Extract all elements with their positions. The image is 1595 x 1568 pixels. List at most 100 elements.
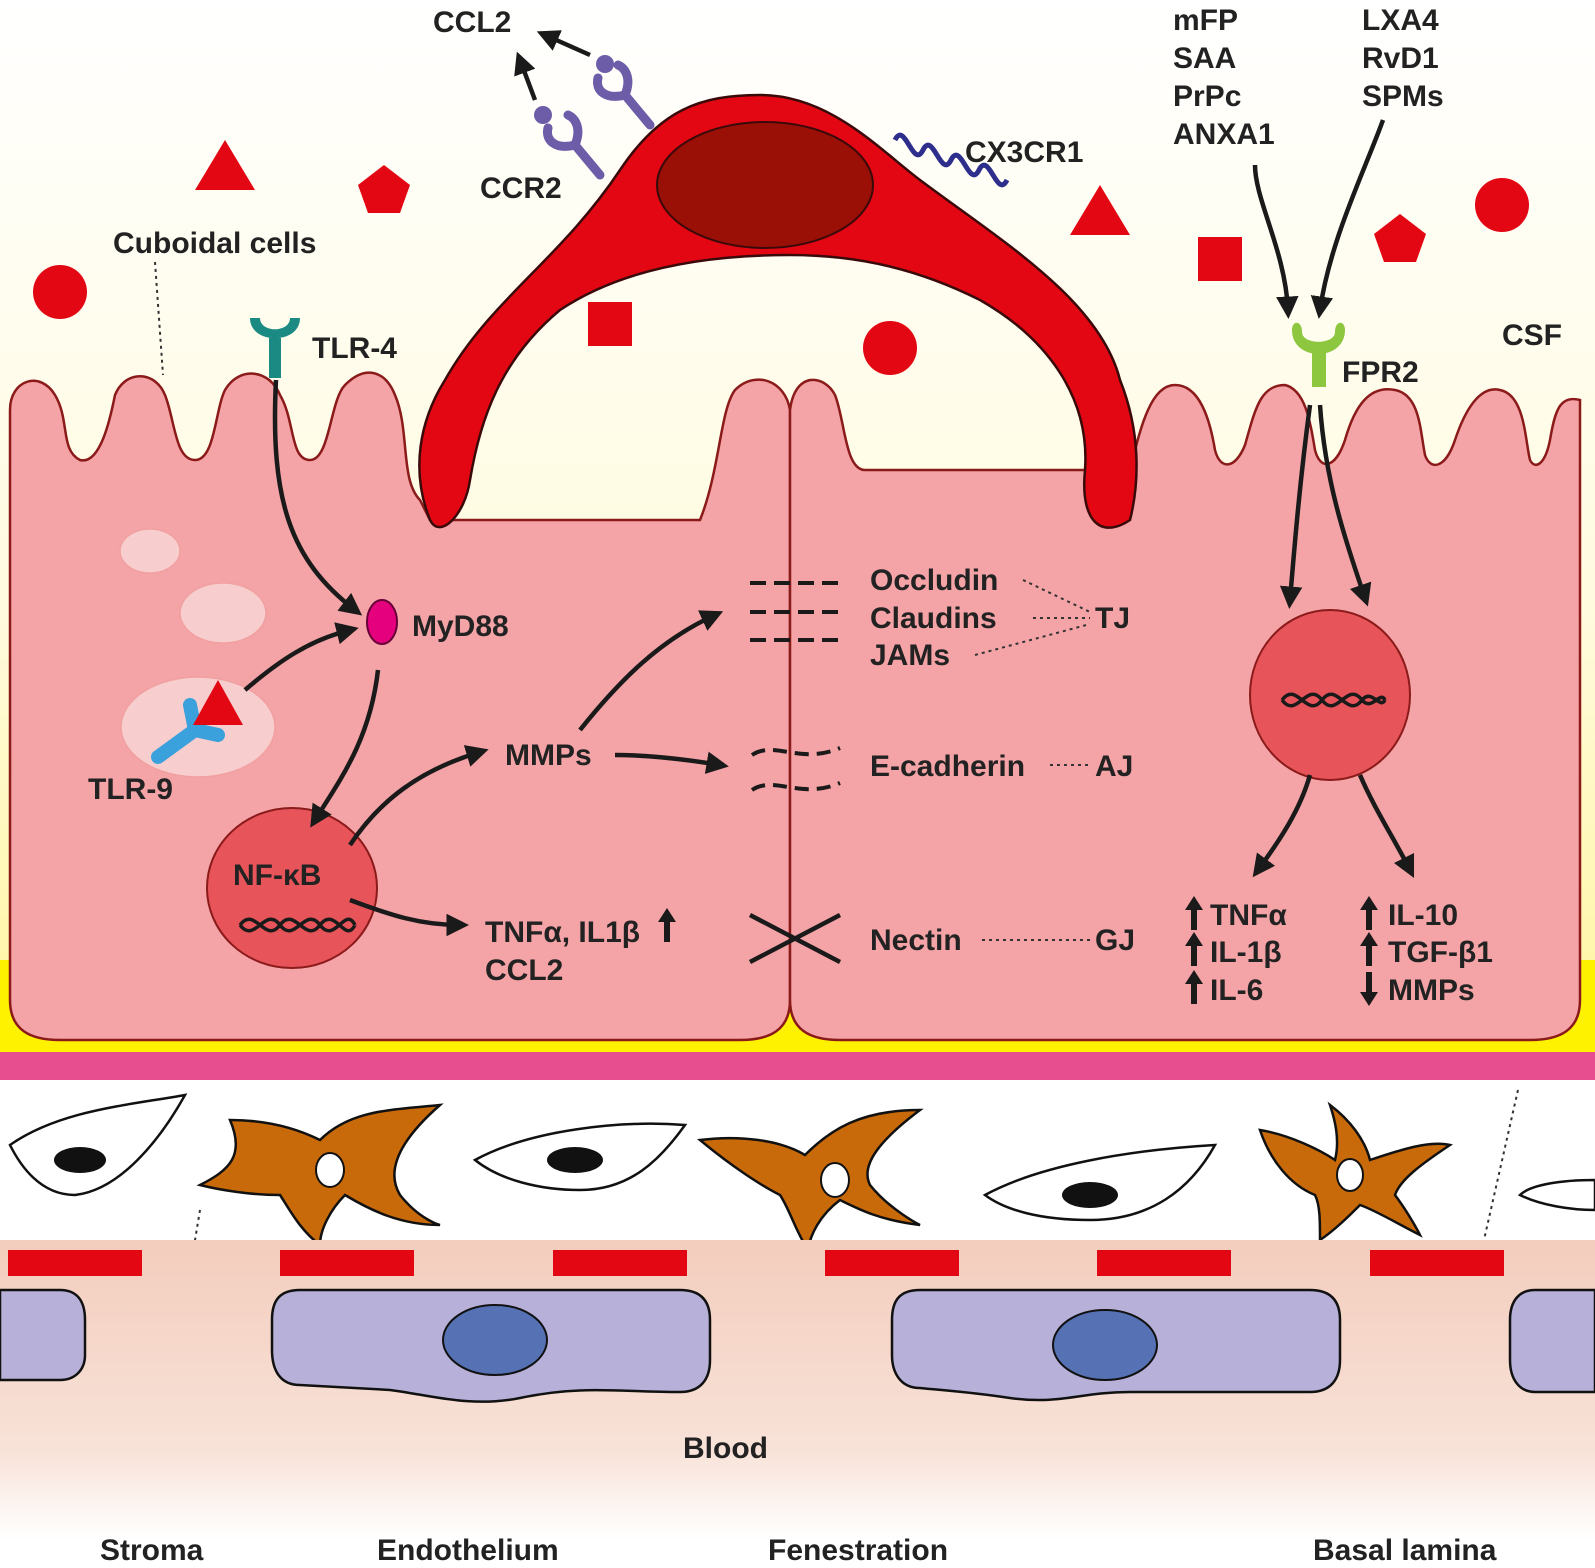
ligand-label: PrPc — [1173, 80, 1241, 113]
ccl2-arrow — [536, 30, 591, 58]
epithelial-cell-right — [788, 378, 1582, 1042]
endothelial-nucleus — [442, 1304, 548, 1376]
tight-junction-marker — [750, 581, 840, 642]
cuboidal-cells-label: Cuboidal cells — [113, 227, 316, 260]
mmps-label: MMPs — [505, 739, 592, 772]
ccl2-arrow — [514, 51, 538, 101]
fibroblast-cell — [8, 1093, 188, 1197]
ccr2-receptor-icon — [543, 60, 655, 180]
basal-lamina-band — [0, 1052, 1595, 1080]
claudins-label: Claudins — [870, 602, 997, 635]
pentagon-ligand-icon — [358, 165, 410, 213]
jams-label: JAMs — [870, 639, 950, 672]
circle-ligand-icon — [863, 321, 917, 375]
fpr2-to-nucleus-arrow — [1279, 404, 1313, 609]
gap-junction-marker — [748, 913, 842, 964]
myd88-to-nfkb-arrow — [310, 669, 381, 828]
epithelial-cell-left — [8, 371, 792, 1042]
circle-ligand-icon — [33, 265, 87, 319]
endothelial-cell — [0, 1288, 87, 1382]
endothelial-nucleus — [1052, 1309, 1158, 1381]
fpr2-label: FPR2 — [1342, 356, 1419, 389]
nucleus-to-proinflammatory-arrow — [1252, 774, 1313, 878]
ligand-label: SAA — [1173, 42, 1236, 75]
fpr2-to-nucleus-arrow — [1317, 404, 1372, 607]
nfkb-to-cytokines-arrow — [349, 897, 469, 937]
nucleus-to-antiinflammatory-arrow — [1357, 774, 1415, 879]
ccl2-ligand-icon — [596, 55, 614, 73]
fpr2-receptor-icon — [1292, 322, 1345, 387]
circle-ligand-icon — [1475, 178, 1529, 232]
basal-lamina-segment — [1097, 1250, 1231, 1276]
pericyte-cell — [1258, 1101, 1454, 1243]
ligand-label: ANXA1 — [1173, 118, 1275, 151]
vesicle — [179, 582, 267, 644]
ccl2-label: CCL2 — [433, 6, 511, 39]
basal-lamina-segment — [280, 1250, 414, 1276]
ccr2-label: CCR2 — [480, 172, 562, 205]
basal-lamina-segment — [553, 1250, 687, 1276]
proinflammatory-label: IL-1β — [1210, 936, 1282, 969]
nfkb-to-mmps-arrow — [348, 745, 489, 847]
cytokines-label: TNFα, IL1β — [485, 916, 640, 949]
ccl2-ligand-icon — [534, 106, 552, 124]
mmps-to-tj-arrow — [578, 610, 724, 732]
gj-label: GJ — [1095, 924, 1135, 957]
basal-lamina-segment — [825, 1250, 959, 1276]
macrophage-nucleus — [656, 121, 874, 249]
macrophage-cell — [418, 93, 1138, 529]
nfkb-label: NF-κB — [233, 859, 321, 892]
ligand-label: mFP — [1173, 4, 1238, 37]
tj-label: TJ — [1095, 602, 1130, 635]
antiinflammatory-label: MMPs — [1388, 974, 1475, 1007]
tlr9-to-myd88-arrow — [243, 622, 359, 692]
adherens-junction-marker — [750, 746, 841, 792]
basal-lamina-segment — [8, 1250, 142, 1276]
endothelial-cell — [1508, 1288, 1595, 1394]
occludin-label: Occludin — [870, 564, 998, 597]
tlr9-receptor-icon — [151, 698, 225, 764]
ligand-label: RvD1 — [1362, 42, 1439, 75]
fenestration-label: Fenestration — [768, 1534, 948, 1567]
blood-vessel — [0, 1240, 1595, 1540]
tlr4-label: TLR-4 — [312, 332, 397, 365]
antiinflammatory-label: TGF-β1 — [1388, 936, 1493, 969]
csf-label: CSF — [1502, 319, 1562, 352]
up-arrow-icon — [658, 896, 1378, 1004]
triangle-ligand-icon — [1070, 185, 1130, 235]
fibroblast-cell — [982, 1143, 1218, 1222]
vesicle — [119, 528, 181, 574]
ecadherin-label: E-cadherin — [870, 750, 1025, 783]
triangle-ligand-icon — [195, 140, 255, 190]
aj-label: AJ — [1095, 750, 1133, 783]
ccl2-output-label: CCL2 — [485, 954, 563, 987]
dna-icon — [238, 917, 357, 933]
leader-line — [154, 261, 164, 376]
nectin-label: Nectin — [870, 924, 962, 957]
tlr9-label: TLR-9 — [88, 773, 173, 806]
pericyte-cell — [696, 1108, 924, 1254]
tlr4-to-myd88-arrow — [272, 379, 363, 616]
ligands-to-fpr2-arrow — [1252, 164, 1299, 319]
cx3cr1-receptor-icon — [892, 132, 1010, 188]
leader-line — [974, 623, 1091, 656]
basal-lamina-segment — [1370, 1250, 1504, 1276]
mmps-to-aj-arrow — [614, 751, 729, 774]
pericyte-cell — [196, 1103, 444, 1248]
pentagon-ligand-icon — [1374, 214, 1426, 262]
antiinflammatory-label: IL-10 — [1388, 899, 1458, 932]
stroma-label: Stroma — [100, 1534, 204, 1567]
square-ligand-icon — [1198, 237, 1242, 281]
blood-label: Blood — [683, 1432, 768, 1465]
proinflammatory-label: IL-6 — [1210, 974, 1263, 1007]
fibroblast-cell — [1517, 1178, 1595, 1212]
cx3cr1-label: CX3CR1 — [965, 136, 1083, 169]
myd88-label: MyD88 — [412, 610, 509, 643]
tlr4-receptor-icon — [250, 318, 300, 378]
ligand-label: LXA4 — [1362, 4, 1439, 37]
endothelium-label: Endothelium — [377, 1534, 559, 1567]
fibroblast-cell — [472, 1122, 688, 1192]
down-arrow-icon — [1360, 972, 1378, 1006]
leader-line — [1022, 579, 1091, 613]
